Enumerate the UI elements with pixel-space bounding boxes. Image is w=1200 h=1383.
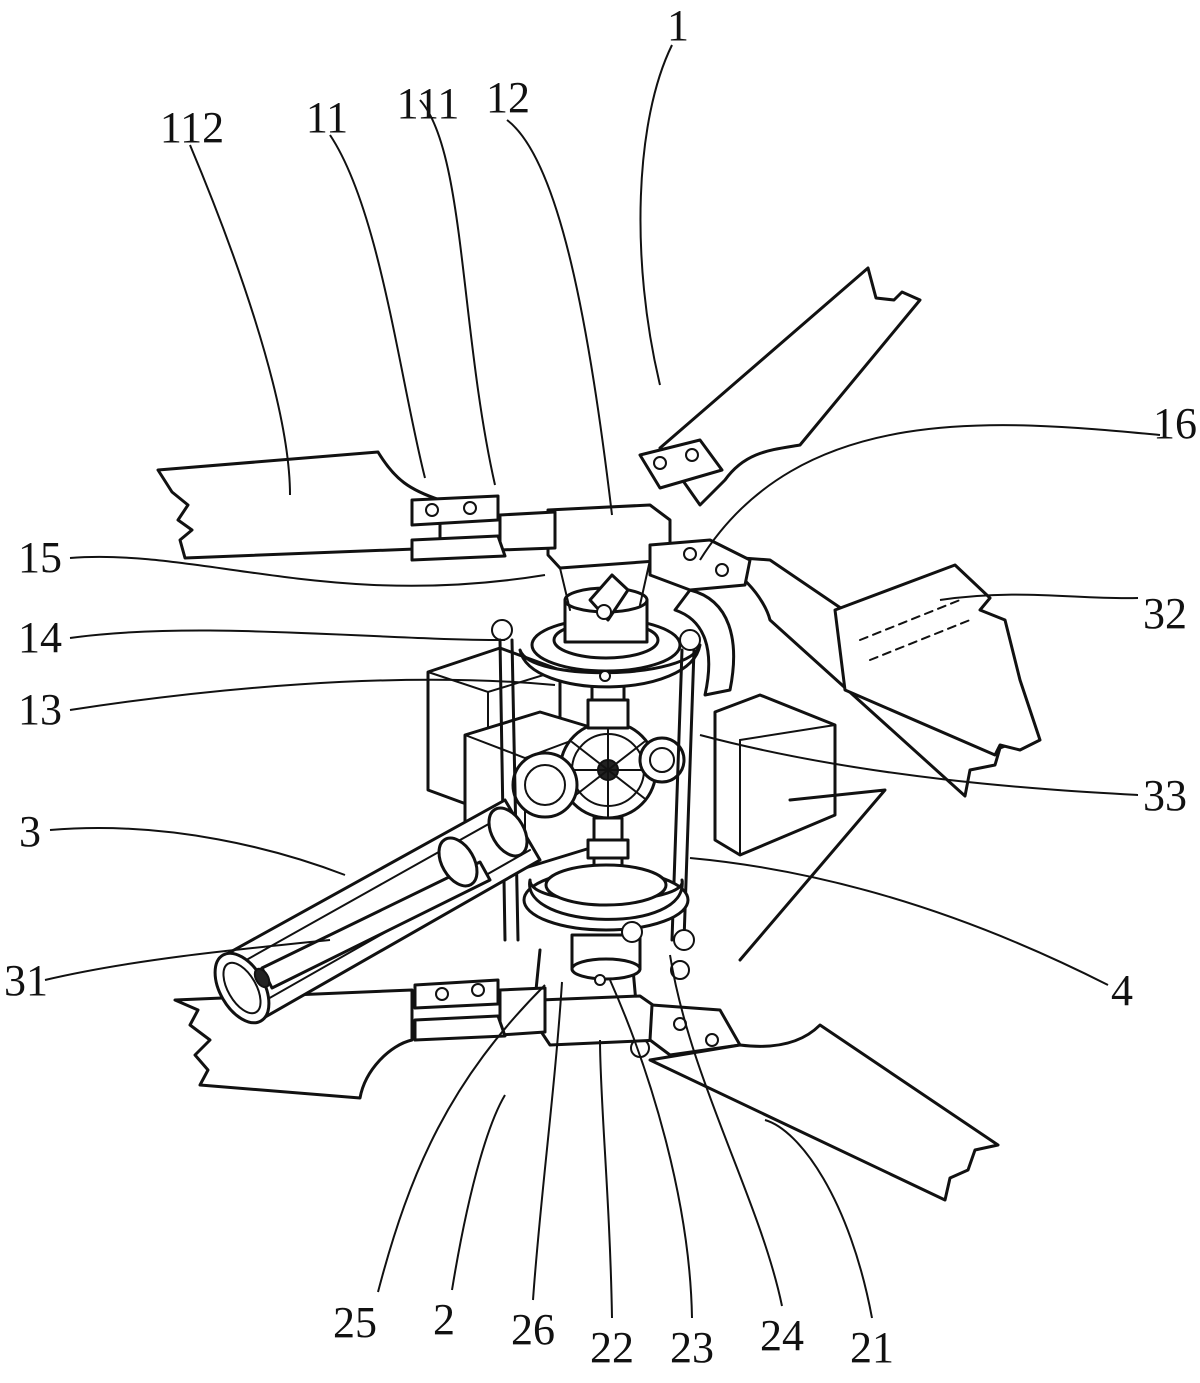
label-23: 23 <box>670 1323 714 1372</box>
label-11: 11 <box>306 93 348 142</box>
upper-blade-right-top <box>658 266 922 507</box>
label-32: 32 <box>1143 589 1187 638</box>
label-12: 12 <box>486 73 530 122</box>
lower-blade-left <box>173 988 414 1100</box>
label-111: 111 <box>397 79 460 128</box>
lower-rotor-hub <box>413 978 742 1057</box>
side-drive-tube <box>213 798 542 1025</box>
gearbox-block-right <box>713 693 887 962</box>
label-21: 21 <box>850 1323 894 1372</box>
reference-labels: 1 12 111 11 112 16 32 15 14 13 33 3 4 31… <box>4 1 1197 1372</box>
upper-blade-left <box>156 450 442 560</box>
label-25: 25 <box>333 1298 377 1347</box>
label-4: 4 <box>1111 966 1133 1015</box>
label-1: 1 <box>667 1 689 50</box>
label-22: 22 <box>590 1323 634 1372</box>
label-24: 24 <box>760 1311 804 1360</box>
upper-rotor-hub <box>410 438 752 697</box>
label-31: 31 <box>4 956 48 1005</box>
label-3: 3 <box>19 807 41 856</box>
label-14: 14 <box>18 613 62 662</box>
rear-shaft-housing <box>833 563 1042 757</box>
leader-lines <box>44 44 1161 1319</box>
lower-swashplate <box>522 863 695 1058</box>
label-13: 13 <box>18 685 62 734</box>
bevel-gear-set <box>511 720 686 820</box>
label-2: 2 <box>433 1295 455 1344</box>
label-15: 15 <box>18 533 62 582</box>
label-112: 112 <box>160 103 224 152</box>
label-26: 26 <box>511 1305 555 1354</box>
label-33: 33 <box>1143 771 1187 820</box>
lower-blade-right <box>648 1023 1000 1202</box>
label-16: 16 <box>1153 399 1197 448</box>
